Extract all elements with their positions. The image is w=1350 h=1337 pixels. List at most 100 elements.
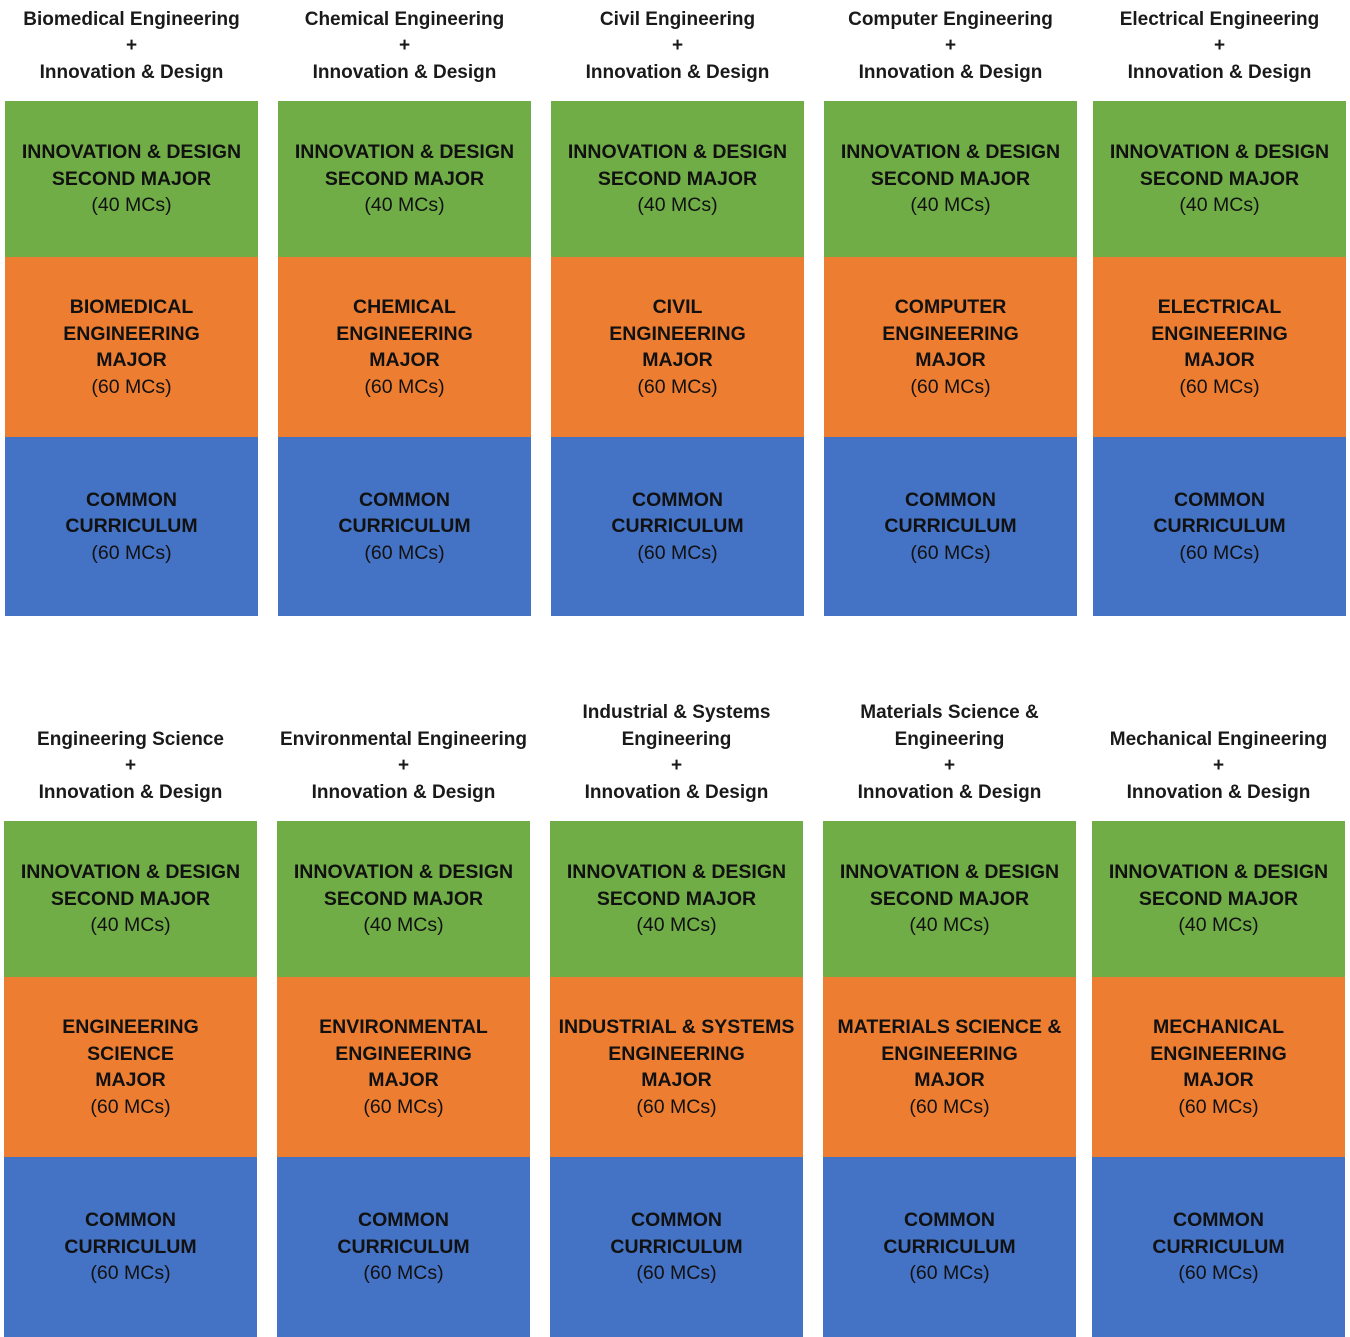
programme-title: Electrical Engineering + Innovation & Desi… bbox=[1083, 7, 1350, 87]
second-major-block-label: INNOVATION & DESIGN bbox=[567, 141, 788, 164]
major-block-label: ENGINEERING bbox=[336, 322, 473, 345]
programme-title: Environmental Engineering+Innovation & D… bbox=[267, 727, 540, 807]
second-major-block-label: INNOVATION & DESIGN bbox=[1108, 861, 1329, 884]
second-major-block-label: SECOND MAJOR bbox=[596, 887, 757, 910]
credit-count: (40 MCs) bbox=[910, 194, 991, 217]
programme-column-materials-science-and-engineering: Materials Science &Engineering+Innovatio… bbox=[823, 0, 1076, 1337]
plus-sign: + bbox=[1213, 35, 1226, 56]
plus-sign: + bbox=[671, 35, 684, 56]
major-block-label: MECHANICAL bbox=[1152, 1016, 1285, 1038]
credit-count: (60 MCs) bbox=[1178, 1095, 1259, 1118]
major-block-label: ENGINEERING bbox=[1150, 1042, 1287, 1065]
second-major-block-label: SECOND MAJOR bbox=[51, 167, 212, 190]
credit-count: (60 MCs) bbox=[909, 1095, 990, 1118]
plus-sign: + bbox=[398, 35, 411, 56]
major-block-label: CHEMICAL bbox=[353, 296, 456, 318]
credit-count: (60 MCs) bbox=[363, 1262, 444, 1285]
programme-title-line: Mechanical Engineering bbox=[1109, 728, 1328, 750]
programme-title-line: Innovation & Design bbox=[311, 781, 496, 803]
credit-count: (60 MCs) bbox=[637, 375, 718, 398]
major-block-label: CIVIL bbox=[652, 296, 703, 318]
common-curriculum-block-label: CURRICULUM bbox=[610, 1235, 743, 1258]
second-major-block-label: SECOND MAJOR bbox=[323, 887, 484, 910]
major-block-label: MAJOR bbox=[641, 1069, 712, 1091]
credit-count: (60 MCs) bbox=[90, 1262, 171, 1285]
credit-count: (60 MCs) bbox=[364, 541, 445, 564]
credit-count: (60 MCs) bbox=[1178, 1262, 1259, 1285]
credit-count: (60 MCs) bbox=[91, 375, 172, 398]
major-block-label: ENGINEERING bbox=[609, 322, 746, 345]
programme-title-line: Industrial & Systems bbox=[582, 702, 771, 723]
common-curriculum-block-label: CURRICULUM bbox=[884, 515, 1017, 538]
credit-count: (60 MCs) bbox=[90, 1095, 171, 1118]
credit-count: (40 MCs) bbox=[364, 194, 445, 217]
credit-count: (60 MCs) bbox=[1179, 541, 1260, 564]
credit-count: (40 MCs) bbox=[636, 914, 717, 937]
programme-title-line: Innovation & Design bbox=[38, 781, 223, 803]
major-block-label: MAJOR bbox=[96, 349, 167, 371]
programme-title-line: Electrical Engineering bbox=[1119, 8, 1320, 30]
programme-column-mechanical-engineering: Mechanical Engineering + Innovation & Desi… bbox=[1092, 0, 1345, 1337]
major-block-label: INDUSTRIAL & SYSTEMS bbox=[558, 1016, 795, 1038]
credit-count: (60 MCs) bbox=[637, 541, 718, 564]
major-block-label: ENGINEERING bbox=[608, 1042, 745, 1065]
common-curriculum-block-label: COMMON bbox=[1174, 488, 1265, 511]
major-block-label: ENGINEERING bbox=[882, 322, 1019, 345]
programme-title-line: Innovation & Design bbox=[585, 61, 770, 83]
common-curriculum-block-label: COMMON bbox=[904, 1209, 995, 1232]
second-major-block-label: INNOVATION & DESIGN bbox=[839, 861, 1060, 884]
major-block-label: MAJOR bbox=[642, 349, 713, 371]
programme-title: Mechanical Engineering + Innovation & Desi… bbox=[1082, 727, 1350, 807]
common-curriculum-block-label: CURRICULUM bbox=[337, 1235, 470, 1258]
common-curriculum-block-label: COMMON bbox=[631, 1209, 722, 1232]
credit-count: (60 MCs) bbox=[1179, 375, 1260, 398]
major-block-label: MAJOR bbox=[914, 1069, 985, 1091]
plus-sign: + bbox=[1212, 755, 1225, 776]
major-block-label: ENGINEERING bbox=[63, 322, 200, 345]
credit-count: (60 MCs) bbox=[91, 541, 172, 564]
common-curriculum-block-label: COMMON bbox=[1173, 1209, 1264, 1232]
major-block-label: ENVIRONMENTAL bbox=[319, 1016, 488, 1038]
credit-count: (60 MCs) bbox=[910, 541, 991, 564]
programme-title-line: Innovation & Design bbox=[312, 61, 497, 83]
programme-column-computer-engineering: Computer Engineering+Innovation & Design… bbox=[824, 0, 1077, 1337]
plus-sign: + bbox=[124, 755, 137, 776]
credit-count: (40 MCs) bbox=[637, 194, 718, 217]
second-major-block-label: SECOND MAJOR bbox=[869, 887, 1030, 910]
programme-title-line: Innovation & Design bbox=[1127, 61, 1312, 83]
programme-title-line: Civil Engineering bbox=[599, 8, 756, 30]
second-major-block-label: SECOND MAJOR bbox=[870, 167, 1031, 190]
plus-sign: + bbox=[670, 755, 683, 776]
common-curriculum-block-label: CURRICULUM bbox=[64, 1235, 197, 1258]
major-block-label: ENGINEERING bbox=[335, 1042, 472, 1065]
programme-title-line: Innovation & Design bbox=[1126, 781, 1311, 803]
second-major-block-label: INNOVATION & DESIGN bbox=[21, 141, 242, 164]
programme-title: Biomedical Engineering+Innovation & Desi… bbox=[0, 7, 268, 87]
common-curriculum-block-label: CURRICULUM bbox=[611, 515, 744, 538]
common-curriculum-block-label: COMMON bbox=[632, 488, 723, 511]
credit-count: (60 MCs) bbox=[909, 1262, 990, 1285]
major-block-label: BIOMEDICAL bbox=[69, 296, 194, 318]
